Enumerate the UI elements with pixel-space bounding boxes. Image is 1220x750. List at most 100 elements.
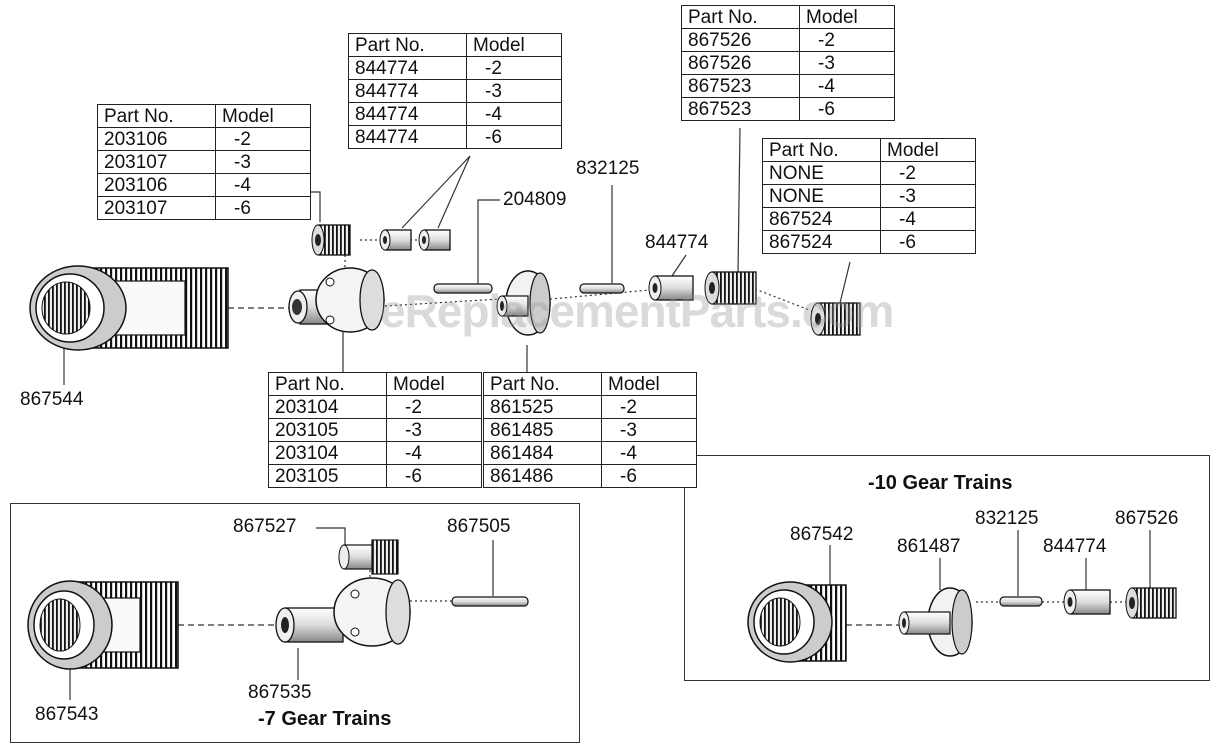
- model-cell: -3: [215, 150, 311, 174]
- pin-832125-b: [999, 596, 1043, 607]
- part-number-cell: 203104: [268, 395, 387, 419]
- table-row: 861484-4: [483, 441, 697, 465]
- model-cell: -3: [799, 51, 895, 75]
- model-cell: -2: [466, 56, 562, 80]
- model-cell: -6: [215, 196, 311, 220]
- gear-867524: [810, 302, 861, 336]
- label-844774-b: 844774: [1043, 536, 1107, 557]
- table-row: 203105-6: [268, 464, 482, 488]
- part-number-cell: NONE: [762, 184, 881, 208]
- gear-867526: [704, 271, 757, 305]
- table-row: 867524-4: [762, 207, 976, 231]
- part-number-cell: 844774: [348, 102, 467, 126]
- model-cell: -4: [601, 441, 697, 465]
- label-832125: 832125: [576, 158, 640, 179]
- model-cell: -6: [601, 464, 697, 488]
- part-number-cell: 203106: [97, 173, 216, 197]
- part-number-cell: 203106: [97, 127, 216, 151]
- table-row: 203104-4: [268, 441, 482, 465]
- table-row: 203106-2: [97, 127, 311, 151]
- label-861487: 861487: [897, 536, 961, 557]
- label-844774: 844774: [645, 232, 709, 253]
- header-model: Model: [601, 372, 697, 396]
- part-number-cell: 861484: [483, 441, 602, 465]
- label-867535: 867535: [248, 682, 312, 703]
- pin-867505: [451, 596, 529, 607]
- part-number-cell: NONE: [762, 161, 881, 185]
- label-867543: 867543: [35, 704, 99, 725]
- part-number-cell: 203105: [268, 418, 387, 442]
- bushings-844774: [379, 229, 451, 251]
- header-model: Model: [386, 372, 482, 396]
- label-832125-b: 832125: [975, 508, 1039, 529]
- model-cell: -6: [799, 97, 895, 121]
- part-number-cell: 844774: [348, 79, 467, 103]
- gear-carrier-203104: [288, 267, 385, 333]
- part-number-cell: 861485: [483, 418, 602, 442]
- part-number-cell: 861525: [483, 395, 602, 419]
- model-cell: -2: [386, 395, 482, 419]
- header-model: Model: [799, 5, 895, 29]
- bushing-844774: [648, 275, 694, 301]
- part-number-cell: 203105: [268, 464, 387, 488]
- panel-10-gear-trains: [684, 455, 1210, 681]
- panel-10-title: -10 Gear Trains: [868, 472, 1013, 494]
- label-867527: 867527: [233, 516, 297, 537]
- table-row: 867523-4: [681, 74, 895, 98]
- model-cell: -2: [880, 161, 976, 185]
- table-header-row: Part No.Model: [97, 104, 311, 128]
- housing-867543: [27, 580, 179, 670]
- header-part-no: Part No.: [483, 372, 602, 396]
- part-number-cell: 867524: [762, 230, 881, 254]
- model-cell: -2: [799, 28, 895, 52]
- label-867542: 867542: [790, 524, 854, 545]
- model-cell: -2: [215, 127, 311, 151]
- housing-867542: [747, 581, 847, 663]
- table-row: 867526-3: [681, 51, 895, 75]
- label-867544: 867544: [20, 389, 84, 410]
- table-row: NONE-2: [762, 161, 976, 185]
- model-cell: -3: [880, 184, 976, 208]
- model-cell: -3: [466, 79, 562, 103]
- header-part-no: Part No.: [97, 104, 216, 128]
- header-part-no: Part No.: [681, 5, 800, 29]
- carrier-867535: [275, 577, 411, 647]
- part-number-cell: 867523: [681, 74, 800, 98]
- model-cell: -4: [799, 74, 895, 98]
- header-part-no: Part No.: [268, 372, 387, 396]
- table-row: 844774-2: [348, 56, 562, 80]
- model-cell: -4: [215, 173, 311, 197]
- part-number-cell: 203107: [97, 196, 216, 220]
- model-cell: -4: [386, 441, 482, 465]
- table-header-row: Part No.Model: [348, 33, 562, 57]
- table-row: 844774-4: [348, 102, 562, 126]
- part-number-cell: 844774: [348, 125, 467, 149]
- table-row: 861486-6: [483, 464, 697, 488]
- model-cell: -3: [601, 418, 697, 442]
- part-number-cell: 861486: [483, 464, 602, 488]
- gear-203106: [311, 224, 351, 256]
- table-row: 203106-4: [97, 173, 311, 197]
- part-number-cell: 203104: [268, 441, 387, 465]
- panel-7-gear-trains: [10, 503, 580, 743]
- housing-867544: [29, 265, 229, 351]
- table-row: 844774-6: [348, 125, 562, 149]
- part-number-cell: 867524: [762, 207, 881, 231]
- model-cell: -6: [880, 230, 976, 254]
- pin-204809: [433, 283, 493, 294]
- gear-867527: [338, 539, 399, 575]
- table-row: 861525-2: [483, 395, 697, 419]
- carrier-861487: [898, 587, 973, 657]
- table-row: 867526-2: [681, 28, 895, 52]
- table-header-row: Part No.Model: [483, 372, 697, 396]
- part-number-cell: 867523: [681, 97, 800, 121]
- model-cell: -4: [880, 207, 976, 231]
- header-model: Model: [880, 138, 976, 162]
- part-number-cell: 844774: [348, 56, 467, 80]
- model-cell: -6: [386, 464, 482, 488]
